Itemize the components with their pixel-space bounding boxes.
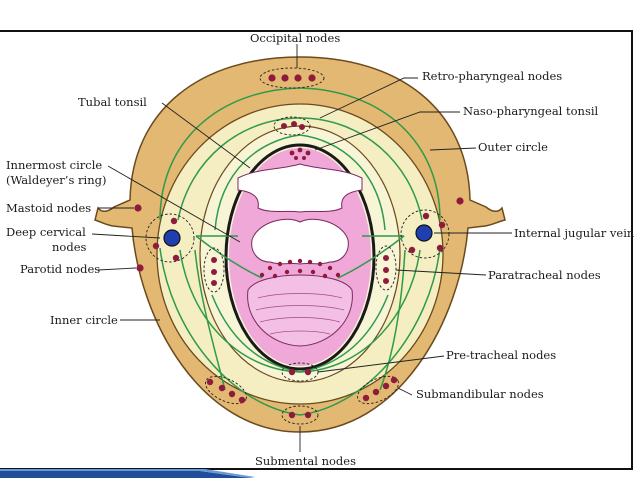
label-outer-circle: Outer circle <box>478 140 548 154</box>
label-paratracheal-nodes: Paratracheal nodes <box>488 268 601 282</box>
label-parotid-nodes: Parotid nodes <box>20 262 100 276</box>
internal-jugular-vein <box>163 224 433 247</box>
slide-frame <box>0 30 633 470</box>
label-tubal-tonsil: Tubal tonsil <box>78 95 147 109</box>
label-submandibular-nodes: Submandibular nodes <box>416 387 544 401</box>
submandibular-node-group-left <box>205 375 247 405</box>
deep-cervical-node-group-left <box>145 213 195 263</box>
oral-cavity <box>251 218 349 265</box>
deep-cervical-node-group-right <box>400 209 450 259</box>
mastoid-nodes <box>134 197 464 212</box>
label-deep-cervical: Deep cervical <box>6 225 86 239</box>
nasal-cavity <box>237 163 363 213</box>
label-internal-jugular-vein: Internal jugular vein <box>514 226 635 240</box>
label-submental-nodes: Submental nodes <box>255 454 356 468</box>
tongue <box>247 274 353 347</box>
submandibular-node-group-right <box>357 375 399 405</box>
label-mastoid-nodes: Mastoid nodes <box>6 201 91 215</box>
parotid-nodes <box>136 264 144 272</box>
lymph-paths <box>159 87 441 416</box>
lingual-tonsil <box>259 258 341 279</box>
label-inner-circle: Inner circle <box>50 313 118 327</box>
submental-node-group <box>281 405 319 425</box>
label-naso-pharyngeal-tonsil: Naso-pharyngeal tonsil <box>463 104 599 118</box>
label-retro-pharyngeal-nodes: Retro-pharyngeal nodes <box>422 69 562 83</box>
label-innermost-circle: Innermost circle <box>6 158 102 172</box>
label-waldeyers-ring: (Waldeyer’s ring) <box>6 173 106 187</box>
nasopharyngeal-tonsil <box>289 147 311 160</box>
slide-accent-bar <box>0 469 255 478</box>
retropharyngeal-node-group <box>273 116 311 136</box>
label-occipital-nodes: Occipital nodes <box>250 31 340 45</box>
label-pre-tracheal-nodes: Pre-tracheal nodes <box>446 348 556 362</box>
occipital-node-group <box>259 67 325 89</box>
labels: Occipital nodes Retro-pharyngeal nodes T… <box>6 31 635 468</box>
label-deep-cervical-nodes: nodes <box>52 240 86 254</box>
leader-lines <box>91 44 512 452</box>
paratracheal-node-group <box>203 245 397 293</box>
